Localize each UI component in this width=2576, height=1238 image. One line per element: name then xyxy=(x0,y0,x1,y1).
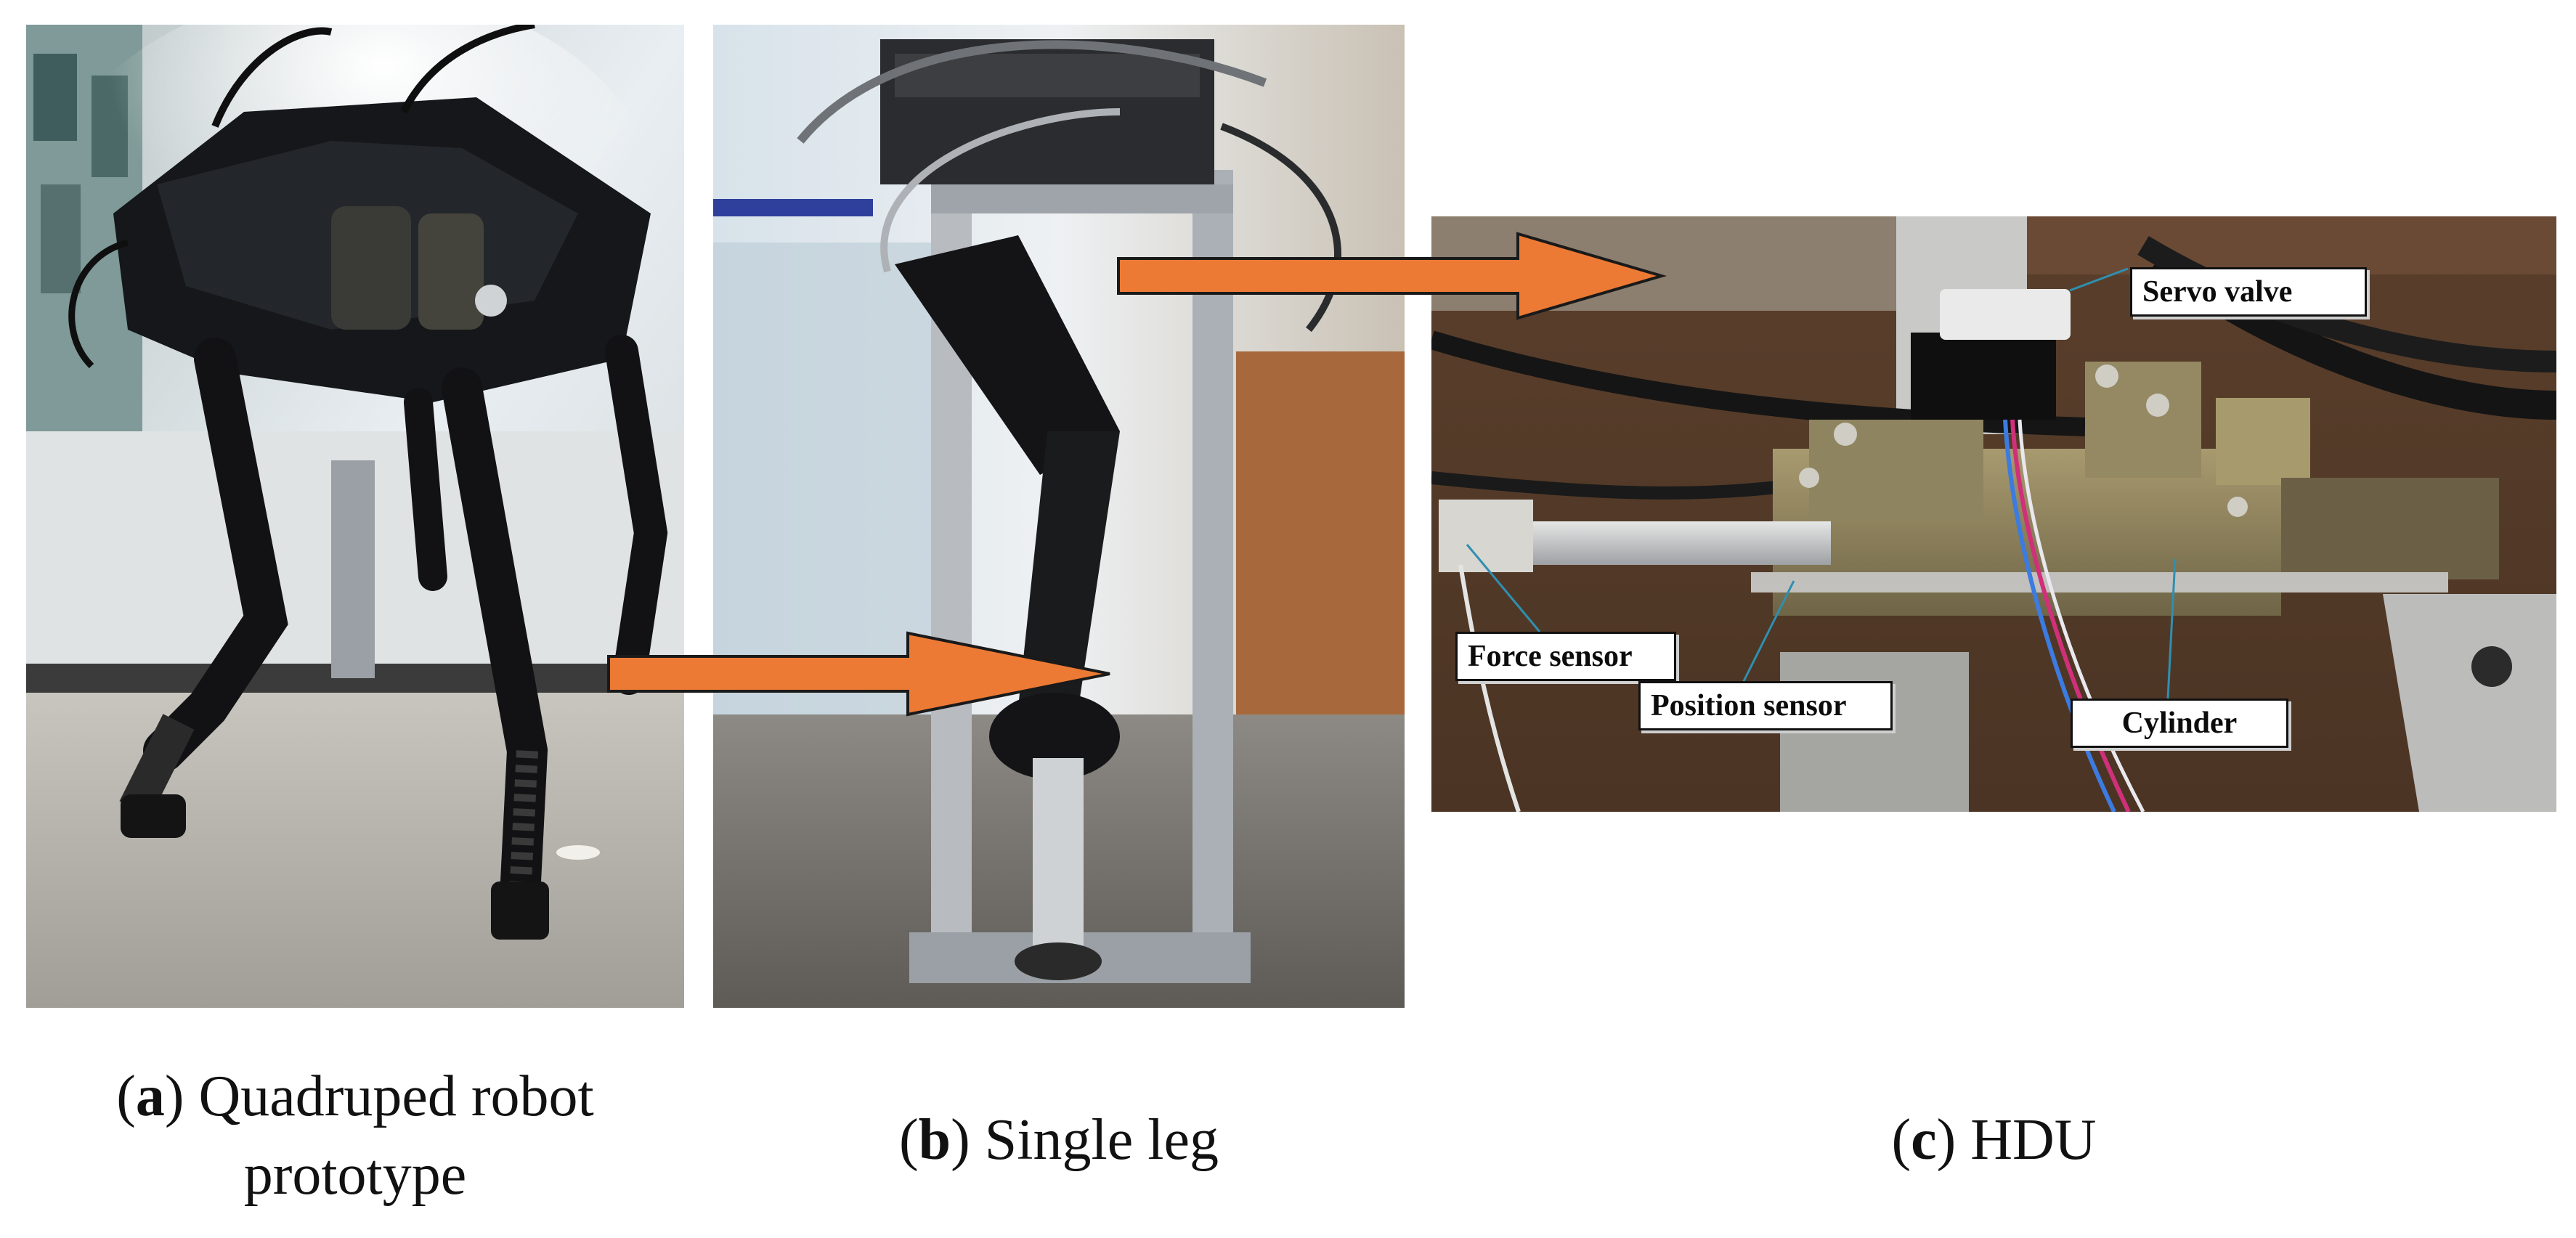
caption-panel-c: (c) HDU xyxy=(1891,1108,2097,1172)
caption-text-a-line2: prototype xyxy=(243,1143,467,1207)
single-leg-illustration xyxy=(713,25,1405,1008)
caption-text-c: HDU xyxy=(1970,1108,2097,1172)
servo-valve-callout: Servo valve xyxy=(2130,267,2367,317)
caption-text-a-line1: Quadruped robot xyxy=(198,1064,594,1128)
hdu-photo xyxy=(1431,216,2556,812)
hdu-illustration xyxy=(1431,216,2556,812)
position-sensor-callout: Position sensor xyxy=(1638,681,1893,730)
caption-letter-a: a xyxy=(135,1064,165,1128)
quadruped-robot-photo xyxy=(26,25,684,1008)
caption-panel-a: (a) Quadruped robot prototype xyxy=(116,1064,594,1207)
caption-letter-b: b xyxy=(918,1108,951,1172)
single-leg-photo xyxy=(713,25,1405,1008)
caption-letter-c: c xyxy=(1911,1108,1937,1172)
force-sensor-callout: Force sensor xyxy=(1455,632,1676,681)
quadruped-robot-illustration xyxy=(26,25,684,1008)
cylinder-callout: Cylinder xyxy=(2071,699,2288,748)
caption-text-b: Single leg xyxy=(984,1108,1219,1172)
caption-panel-b: (b) Single leg xyxy=(899,1108,1219,1172)
